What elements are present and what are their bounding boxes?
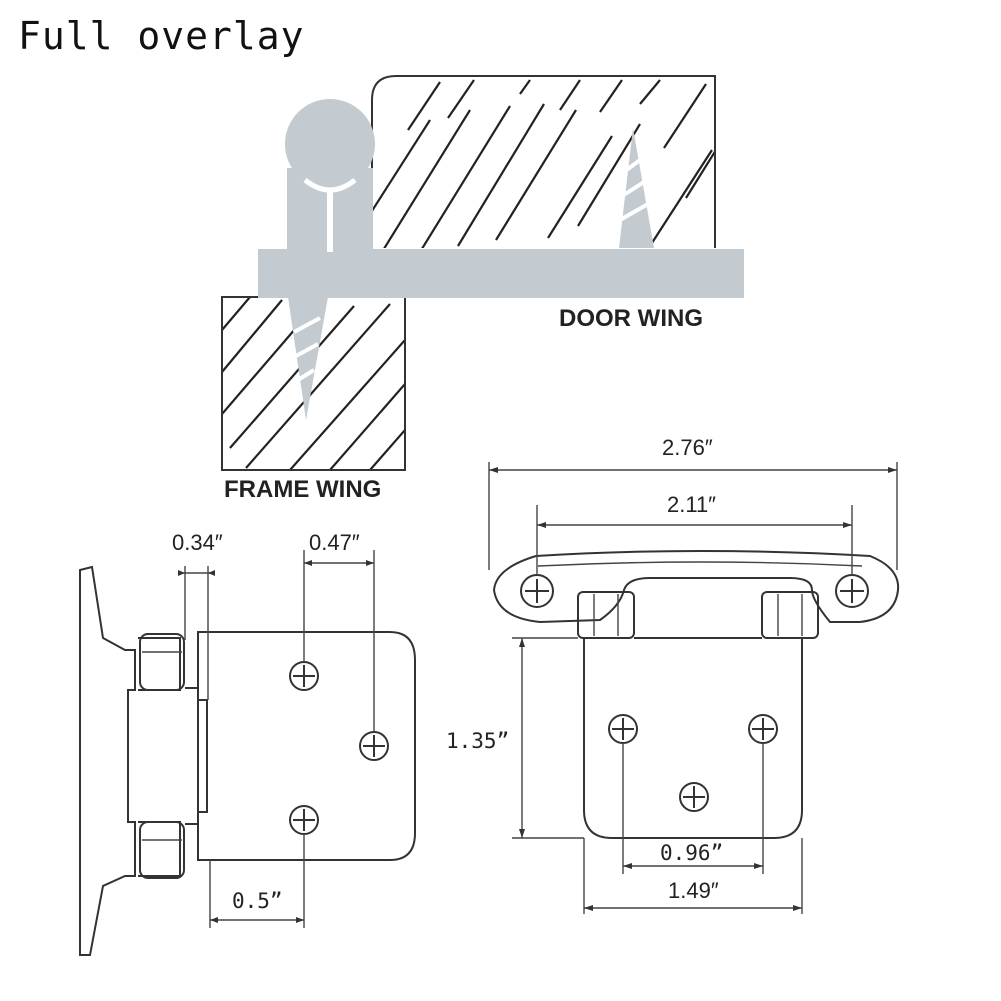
- top-knuckle: [139, 633, 185, 691]
- dim-side-top-right: 0.47″: [309, 530, 360, 555]
- hinge-knuckle-icon: [285, 99, 375, 189]
- frame-wing-label: FRAME WING: [224, 476, 381, 503]
- screw-hole-icon: [289, 661, 319, 691]
- dim-front-plate-width: 1.49″: [668, 878, 719, 903]
- dim-front-hole-spacing: 2.11″: [667, 492, 716, 517]
- dim-side-top-left: 0.34″: [172, 530, 223, 555]
- dim-front-height: 1.35”: [446, 729, 509, 753]
- front-right-knuckle: [761, 591, 819, 639]
- door-wing-label: DOOR WING: [559, 305, 703, 332]
- screw-hole-icon: [748, 714, 778, 744]
- screw-hole-icon: [359, 731, 389, 761]
- screw-hole-icon: [608, 714, 638, 744]
- mounting-hole-right-icon: [835, 574, 869, 608]
- page-title: Full overlay: [18, 14, 305, 58]
- door-wing-block: [371, 75, 716, 248]
- front-view: 2.76″ 2.11″ 1.35” 0.96” 1.49″: [446, 435, 900, 914]
- mounting-hole-left-icon: [520, 574, 554, 608]
- frame-wing-block: [221, 296, 406, 471]
- bottom-knuckle: [139, 821, 185, 879]
- side-view: 0.34″ 0.47″ 0.5”: [79, 530, 416, 956]
- frame-screw-icon: [288, 297, 328, 420]
- dim-side-bottom: 0.5”: [232, 889, 283, 913]
- dim-front-inner-spacing: 0.96”: [660, 841, 723, 865]
- dim-front-total-width: 2.76″: [662, 435, 713, 460]
- front-left-knuckle: [577, 591, 635, 639]
- screw-hole-icon: [289, 805, 319, 835]
- hinge-section: [258, 99, 744, 298]
- hinge-plate: [258, 249, 744, 298]
- screw-hole-icon: [679, 782, 709, 812]
